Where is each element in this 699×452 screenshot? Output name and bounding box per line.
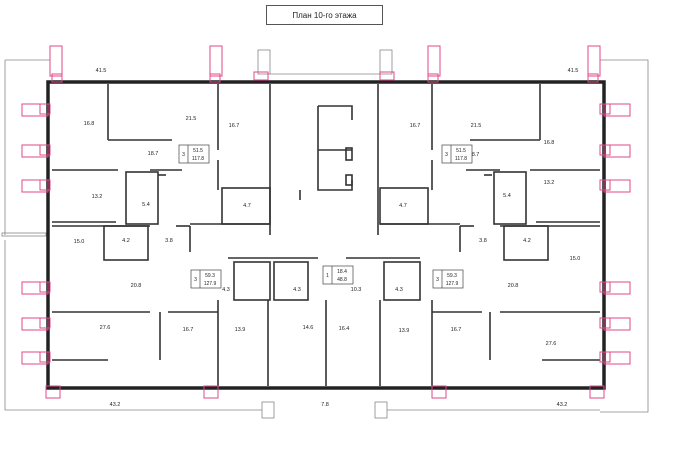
apartment-tag-apt-ml: 3 59.3 127.9 xyxy=(190,269,222,289)
apartment-living-area: 59.3 xyxy=(447,273,457,279)
room-area-mc-room1: 4.3 xyxy=(293,287,301,293)
dim-top-left: 41.5 xyxy=(96,68,107,74)
room-area-tr-kitchen: 16.7 xyxy=(410,123,421,129)
room-labels: 16.8 21.5 16.7 18.7 13.2 5.4 4.7 4.7 16.7 21.5 16.… xyxy=(74,116,581,347)
room-area-bl-room3: 13.9 xyxy=(235,327,246,333)
apartment-tag-apt-tr: 3 51.5 117.8 xyxy=(441,144,473,164)
interior-walls xyxy=(52,84,600,386)
outer-walls xyxy=(46,80,606,390)
plan-title: План 10-го этажа xyxy=(266,5,383,25)
apartment-box xyxy=(178,144,210,164)
room-area-tr-bath: 13.2 xyxy=(544,180,555,186)
apartment-tag-apt-mr: 3 59.3 127.9 xyxy=(432,269,464,289)
apartment-box xyxy=(190,269,222,289)
apartment-room-count: 3 xyxy=(436,277,439,283)
apartment-box xyxy=(322,265,354,285)
room-area-tr-hall: 18.7 xyxy=(469,152,480,158)
room-area-bl-room2: 16.7 xyxy=(183,327,194,333)
window-markers xyxy=(21,45,631,399)
apartment-total-area: 117.8 xyxy=(455,156,467,162)
dim-top-right: 41.5 xyxy=(568,68,579,74)
room-area-bc-room1: 14.6 xyxy=(303,325,314,331)
room-area-ml-room2: 4.2 xyxy=(122,238,130,244)
room-area-mr-room1: 4.3 xyxy=(395,287,403,293)
apartment-tag-apt-tl: 3 51.5 117.8 xyxy=(178,144,210,164)
dim-bottom-center: 7.8 xyxy=(321,402,329,408)
room-area-tl-bath: 13.2 xyxy=(92,194,103,200)
dim-bottom-right: 43.2 xyxy=(557,402,568,408)
room-area-ml-room4: 4.3 xyxy=(222,287,230,293)
room-area-ml-hall: 20.8 xyxy=(131,283,142,289)
apartment-room-count: 3 xyxy=(182,152,185,158)
room-area-mr-room4: 15.0 xyxy=(570,256,581,262)
room-area-tr-wc: 5.4 xyxy=(503,193,511,199)
room-area-ml-room3: 3.8 xyxy=(165,238,173,244)
apartment-total-area: 117.8 xyxy=(192,156,204,162)
room-area-tl-wc: 5.4 xyxy=(142,202,150,208)
room-area-tl-kitchen: 16.7 xyxy=(229,123,240,129)
apartment-total-area: 48.8 xyxy=(337,277,347,283)
dim-bottom-left: 43.2 xyxy=(110,402,121,408)
room-area-tl-living: 21.5 xyxy=(186,116,197,122)
room-area-tr-living: 21.5 xyxy=(471,123,482,129)
apartment-labels: 3 51.5 117.8 3 51.5 117.8 3 59.3 127.9 1 18.4 48.8 3… xyxy=(178,144,473,289)
apartment-box xyxy=(441,144,473,164)
room-area-mr-room3: 4.2 xyxy=(523,238,531,244)
room-area-tl-store: 4.7 xyxy=(243,203,251,209)
room-area-tl-bedroom: 16.8 xyxy=(84,121,95,127)
room-area-br-room1: 13.9 xyxy=(399,328,410,334)
room-area-tr-store: 4.7 xyxy=(399,203,407,209)
room-area-mr-room2: 3.8 xyxy=(479,238,487,244)
apartment-total-area: 127.9 xyxy=(446,281,459,287)
apartment-living-area: 51.5 xyxy=(193,148,203,154)
room-area-br-room3: 27.6 xyxy=(546,341,557,347)
apartment-total-area: 127.9 xyxy=(204,281,217,287)
room-area-bc-room2: 16.4 xyxy=(339,326,350,332)
apartment-living-area: 51.5 xyxy=(456,148,466,154)
room-area-br-room2: 16.7 xyxy=(451,327,462,333)
room-area-tr-bedroom: 16.8 xyxy=(544,140,555,146)
apartment-room-count: 3 xyxy=(445,152,448,158)
apartment-box xyxy=(432,269,464,289)
outer-frame xyxy=(1,49,649,419)
apartment-living-area: 59.3 xyxy=(205,273,215,279)
apartment-room-count: 3 xyxy=(194,277,197,283)
dimension-labels: 41.5 41.5 43.2 7.8 43.2 xyxy=(96,68,579,408)
room-area-tl-hall: 18.7 xyxy=(148,151,159,157)
room-area-mr-hall: 20.8 xyxy=(508,283,519,289)
apartment-tag-apt-mc: 1 18.4 48.8 xyxy=(322,265,354,285)
room-area-bl-room1: 27.6 xyxy=(100,325,111,331)
room-area-ml-room1: 15.0 xyxy=(74,239,85,245)
apartment-room-count: 1 xyxy=(326,273,329,279)
apartment-living-area: 18.4 xyxy=(337,269,347,275)
room-area-mc-room2: 10.3 xyxy=(351,287,362,293)
